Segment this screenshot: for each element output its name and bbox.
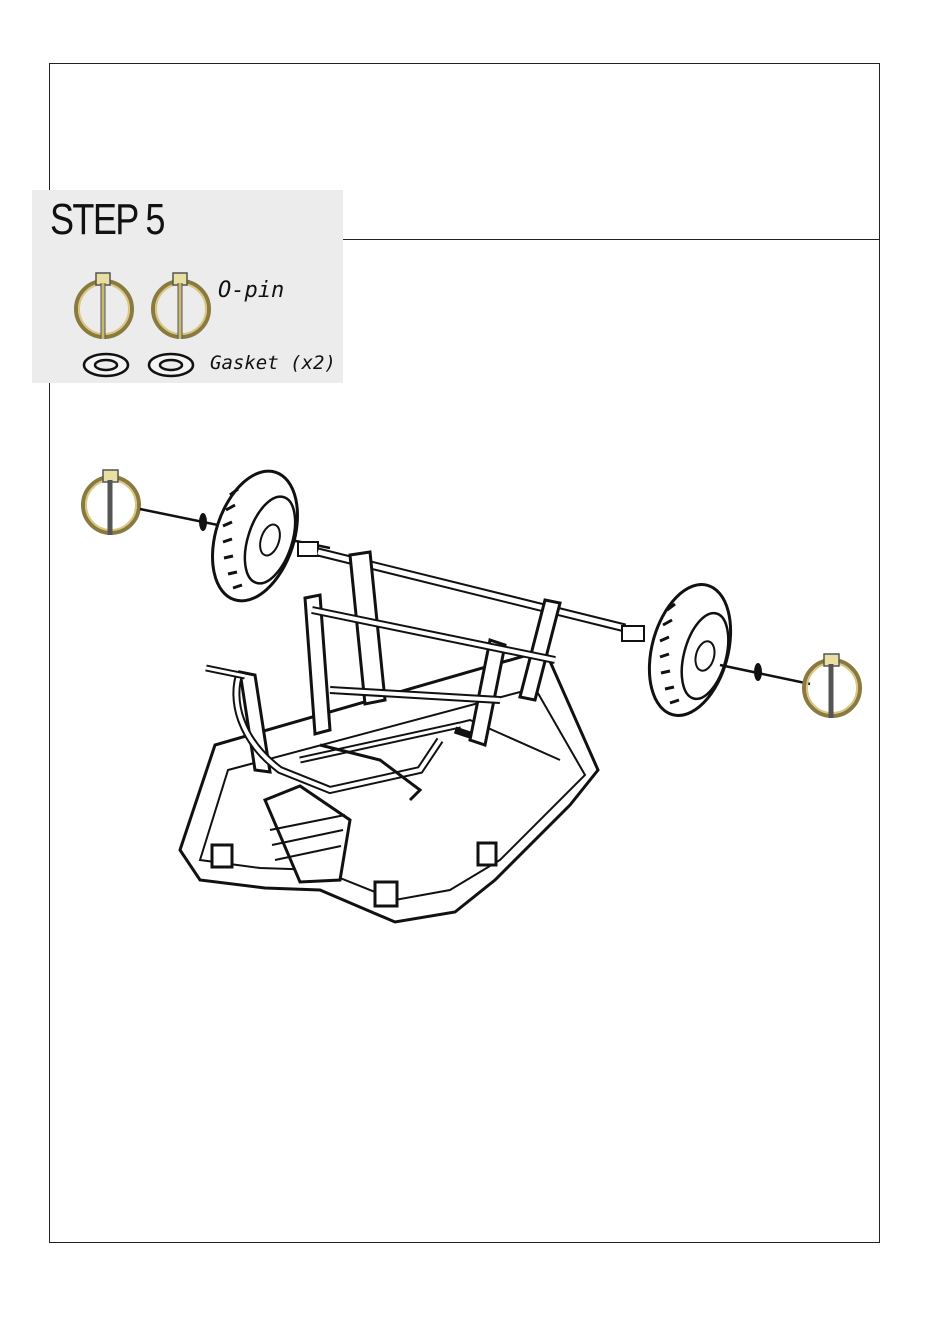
left-wheel (197, 460, 313, 612)
right-o-pin-icon (804, 654, 860, 718)
right-wheel (636, 575, 744, 724)
left-o-pin-icon (83, 470, 139, 535)
